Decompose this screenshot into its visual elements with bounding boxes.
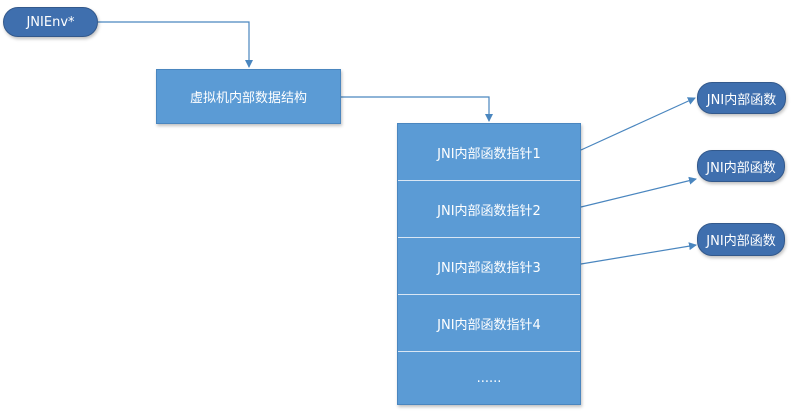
pointer-row-2: JNI内部函数指针2 <box>398 181 580 237</box>
function-node-2-label: JNI内部函数 <box>706 160 776 176</box>
arrow-pointer2-to-function2 <box>580 176 697 208</box>
pointer-row-ellipsis-label: ...... <box>476 371 502 386</box>
function-node-1-label: JNI内部函数 <box>706 92 777 108</box>
vm-internal-struct-node: 虚拟机内部数据结构 <box>156 69 341 124</box>
function-pointer-table: JNI内部函数指针1 JNI内部函数指针2 JNI内部函数指针3 JNI内部函数… <box>397 123 581 405</box>
arrow-pointer3-to-function3 <box>580 242 697 265</box>
row-divider <box>398 351 580 352</box>
jnienv-label: JNIEnv* <box>26 14 75 30</box>
arrow-vm-struct-to-table <box>341 96 493 122</box>
function-node-2: JNI内部函数 <box>697 150 785 182</box>
row-divider <box>398 237 580 238</box>
pointer-row-3: JNI内部函数指针3 <box>398 238 580 294</box>
function-node-1: JNI内部函数 <box>697 82 786 114</box>
pointer-row-4-label: JNI内部函数指针4 <box>437 317 541 333</box>
arrow-pointer1-to-function1 <box>580 97 696 151</box>
row-divider <box>398 294 580 295</box>
vm-internal-struct-label: 虚拟机内部数据结构 <box>189 91 307 106</box>
row-divider <box>398 180 580 181</box>
function-node-3: JNI内部函数 <box>697 223 785 256</box>
pointer-row-1-label: JNI内部函数指针1 <box>437 146 541 162</box>
function-node-3-label: JNI内部函数 <box>706 234 776 249</box>
pointer-row-2-label: JNI内部函数指针2 <box>437 203 541 219</box>
jnienv-node: JNIEnv* <box>3 7 98 37</box>
pointer-row-1: JNI内部函数指针1 <box>398 124 580 180</box>
pointer-row-3-label: JNI内部函数指针3 <box>437 260 541 276</box>
pointer-row-ellipsis: ...... <box>398 352 580 405</box>
pointer-row-4: JNI内部函数指针4 <box>398 295 580 351</box>
arrow-env-to-vm-struct <box>98 21 253 68</box>
